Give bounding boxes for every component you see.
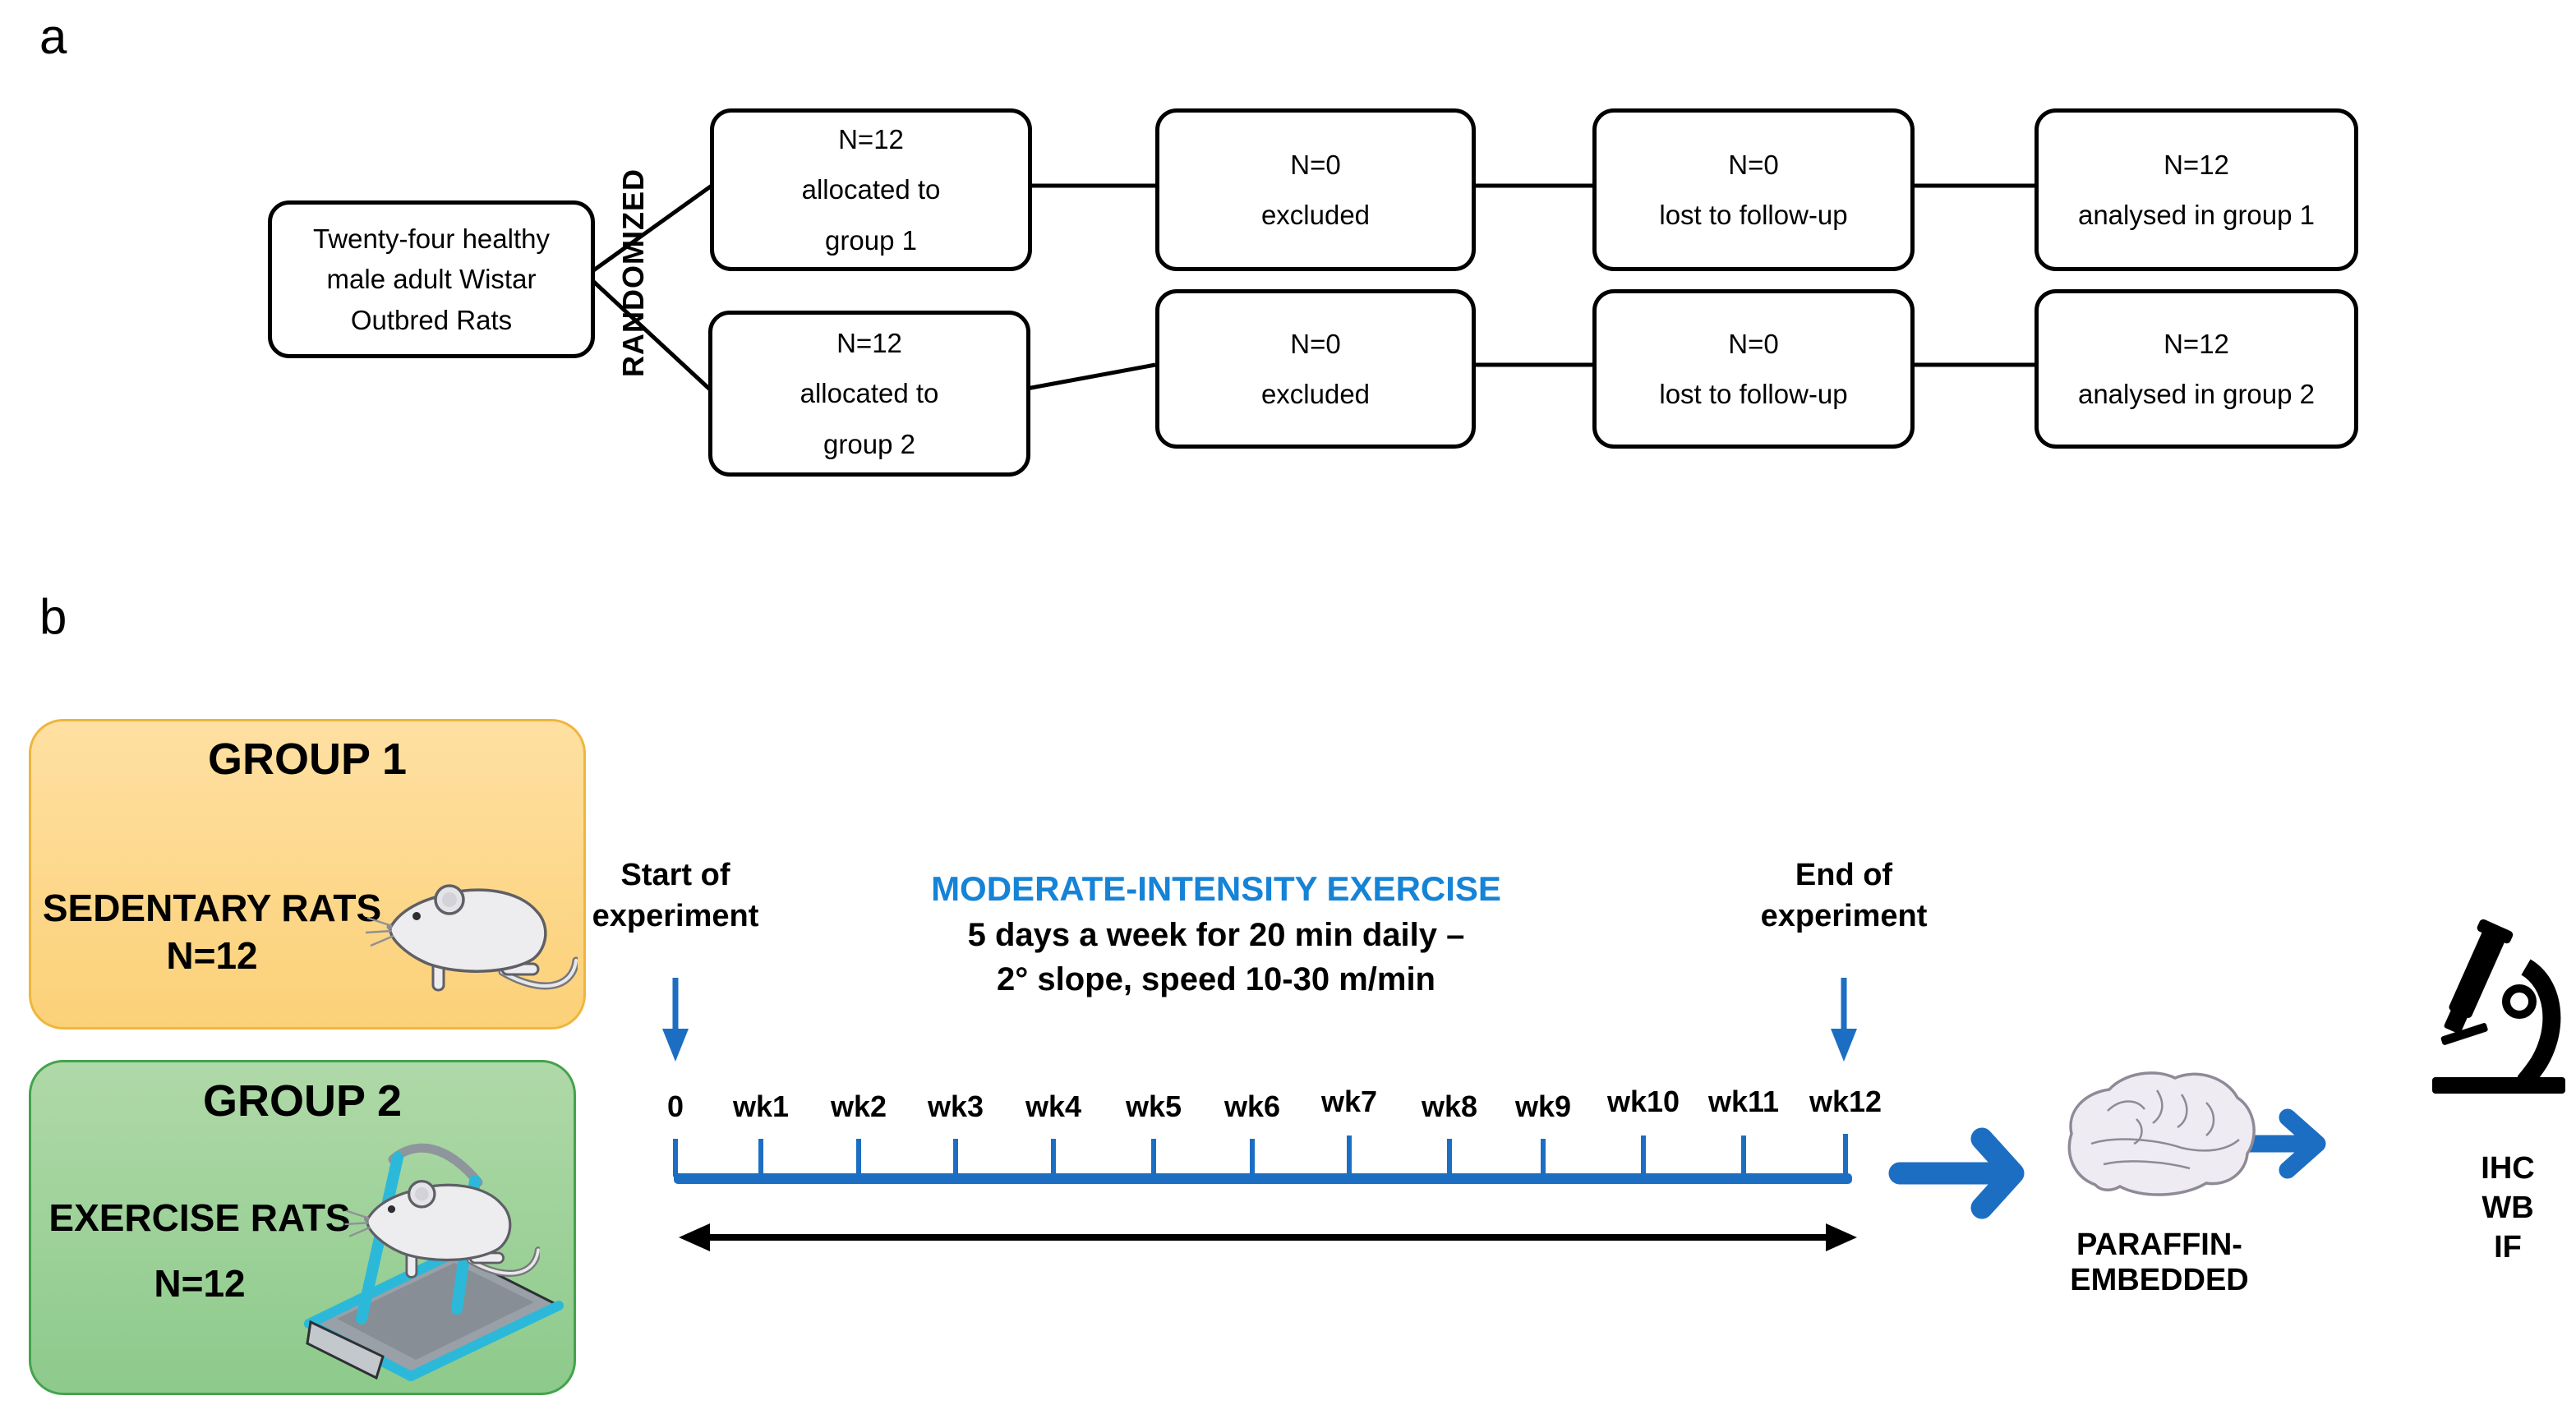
flow-box-line: N=12 (2164, 149, 2229, 180)
source-line: Twenty-four healthy (313, 223, 550, 254)
down-arrow-icon (1831, 978, 1857, 1062)
flow-box-line: N=0 (1290, 328, 1341, 359)
flow-box-line: excluded (1260, 200, 1371, 230)
tick-label-wk12: wk12 (1809, 1085, 1882, 1118)
flow-box-allocated-group1: N=12 allocated to group 1 (710, 108, 1032, 271)
paraffin-embedded-label: PARAFFIN-EMBEDDED (2070, 1228, 2249, 1297)
flow-box-line: N=12 (836, 328, 902, 359)
flow-box-line: N=0 (1290, 149, 1341, 180)
tick-label-wk5: wk5 (1125, 1089, 1182, 1123)
flow-box-line: N=0 (1728, 328, 1779, 359)
end-of-experiment-label: End of experiment (1745, 855, 1942, 937)
down-arrow-icon (662, 978, 689, 1062)
flow-box-line: lost to follow-up (1659, 379, 1848, 409)
flow-box-lost-group2: N=0 lost to follow-up (1592, 289, 1915, 449)
group1-line2: N=12 (166, 934, 258, 977)
start-line: Start of (620, 858, 730, 892)
flow-box-line: N=12 (2164, 328, 2229, 359)
panel-a-label: a (39, 9, 67, 64)
double-headed-arrow-icon (679, 1223, 1857, 1251)
assay-wb: WB (2482, 1191, 2534, 1225)
flow-box-line: allocated to (800, 378, 939, 409)
source-line: male adult Wistar (326, 264, 537, 295)
tick-label-wk7: wk7 (1320, 1085, 1378, 1118)
tick-label-wk10: wk10 (1606, 1085, 1680, 1118)
group2-title: GROUP 2 (202, 1076, 403, 1126)
flow-box-line: excluded (1260, 379, 1371, 409)
randomized-label: RANDOMIZED (616, 168, 650, 377)
tick-label-wk4: wk4 (1025, 1089, 1082, 1123)
flow-box-lost-group1: N=0 lost to follow-up (1592, 108, 1915, 271)
flow-box-allocated-group2: N=12 allocated to group 2 (708, 311, 1030, 477)
flow-box-line: analysed in group 1 (2077, 200, 2316, 230)
tick-label-wk3: wk3 (927, 1089, 984, 1123)
group2-line2: N=12 (154, 1262, 246, 1305)
panel-b-label: b (39, 589, 67, 644)
source-population-box: Twenty-four healthy male adult Wistar Ou… (268, 200, 595, 358)
exercise-detail-2: 2° slope, speed 10-30 m/min (997, 961, 1435, 997)
right-arrow-icon (2223, 1108, 2326, 1179)
tick-label-wk8: wk8 (1421, 1089, 1478, 1123)
end-line: End of (1795, 858, 1893, 892)
brain-icon (2067, 1071, 2256, 1196)
assay-if: IF (2494, 1230, 2522, 1264)
source-line: Outbred Rats (350, 304, 513, 335)
start-of-experiment-label: Start of experiment (577, 855, 774, 937)
treadmill-rat-icon (304, 1143, 564, 1381)
flow-box-excluded-group2: N=0 excluded (1155, 289, 1476, 449)
right-arrow-icon (1888, 1127, 2025, 1219)
tick-label-wk9: wk9 (1514, 1089, 1572, 1123)
flow-box-analysed-group1: N=12 analysed in group 1 (2035, 108, 2358, 271)
tick-label-wk6: wk6 (1223, 1089, 1281, 1123)
exercise-detail-1: 5 days a week for 20 min daily – (967, 917, 1465, 953)
assay-list: IHC WB IF (2458, 1149, 2557, 1267)
tick-label-wk11: wk11 (1707, 1085, 1780, 1118)
group1-box: GROUP 1 SEDENTARY RATS N=12 (29, 719, 586, 1030)
timeline-axis (673, 1134, 1852, 1184)
flow-box-line: group 2 (823, 428, 915, 459)
flow-box-excluded-group1: N=0 excluded (1155, 108, 1476, 271)
rat-icon (364, 832, 578, 1013)
assay-ihc: IHC (2481, 1151, 2535, 1186)
flow-box-line: analysed in group 2 (2077, 379, 2316, 409)
start-line: experiment (592, 899, 759, 933)
flow-box-analysed-group2: N=12 analysed in group 2 (2035, 289, 2358, 449)
group1-title: GROUP 1 (207, 735, 408, 784)
end-line: experiment (1760, 899, 1928, 933)
flow-box-line: N=0 (1728, 149, 1779, 180)
group2-line1: EXERCISE RATS (48, 1196, 351, 1239)
tick-label-wk2: wk2 (830, 1089, 887, 1123)
flow-box-line: group 1 (825, 224, 917, 256)
flow-box-line: lost to follow-up (1659, 200, 1848, 230)
flow-box-line: allocated to (801, 174, 941, 205)
tick-label-wk1: wk1 (732, 1089, 790, 1123)
flow-box-line: N=12 (838, 124, 904, 155)
tick-label-0: 0 (666, 1089, 684, 1123)
microscope-icon (2432, 919, 2565, 1094)
exercise-title: MODERATE-INTENSITY EXERCISE (931, 869, 1501, 908)
group1-line1: SEDENTARY RATS (42, 887, 382, 929)
group2-box: GROUP 2 EXERCISE RATS N=12 (29, 1060, 576, 1395)
